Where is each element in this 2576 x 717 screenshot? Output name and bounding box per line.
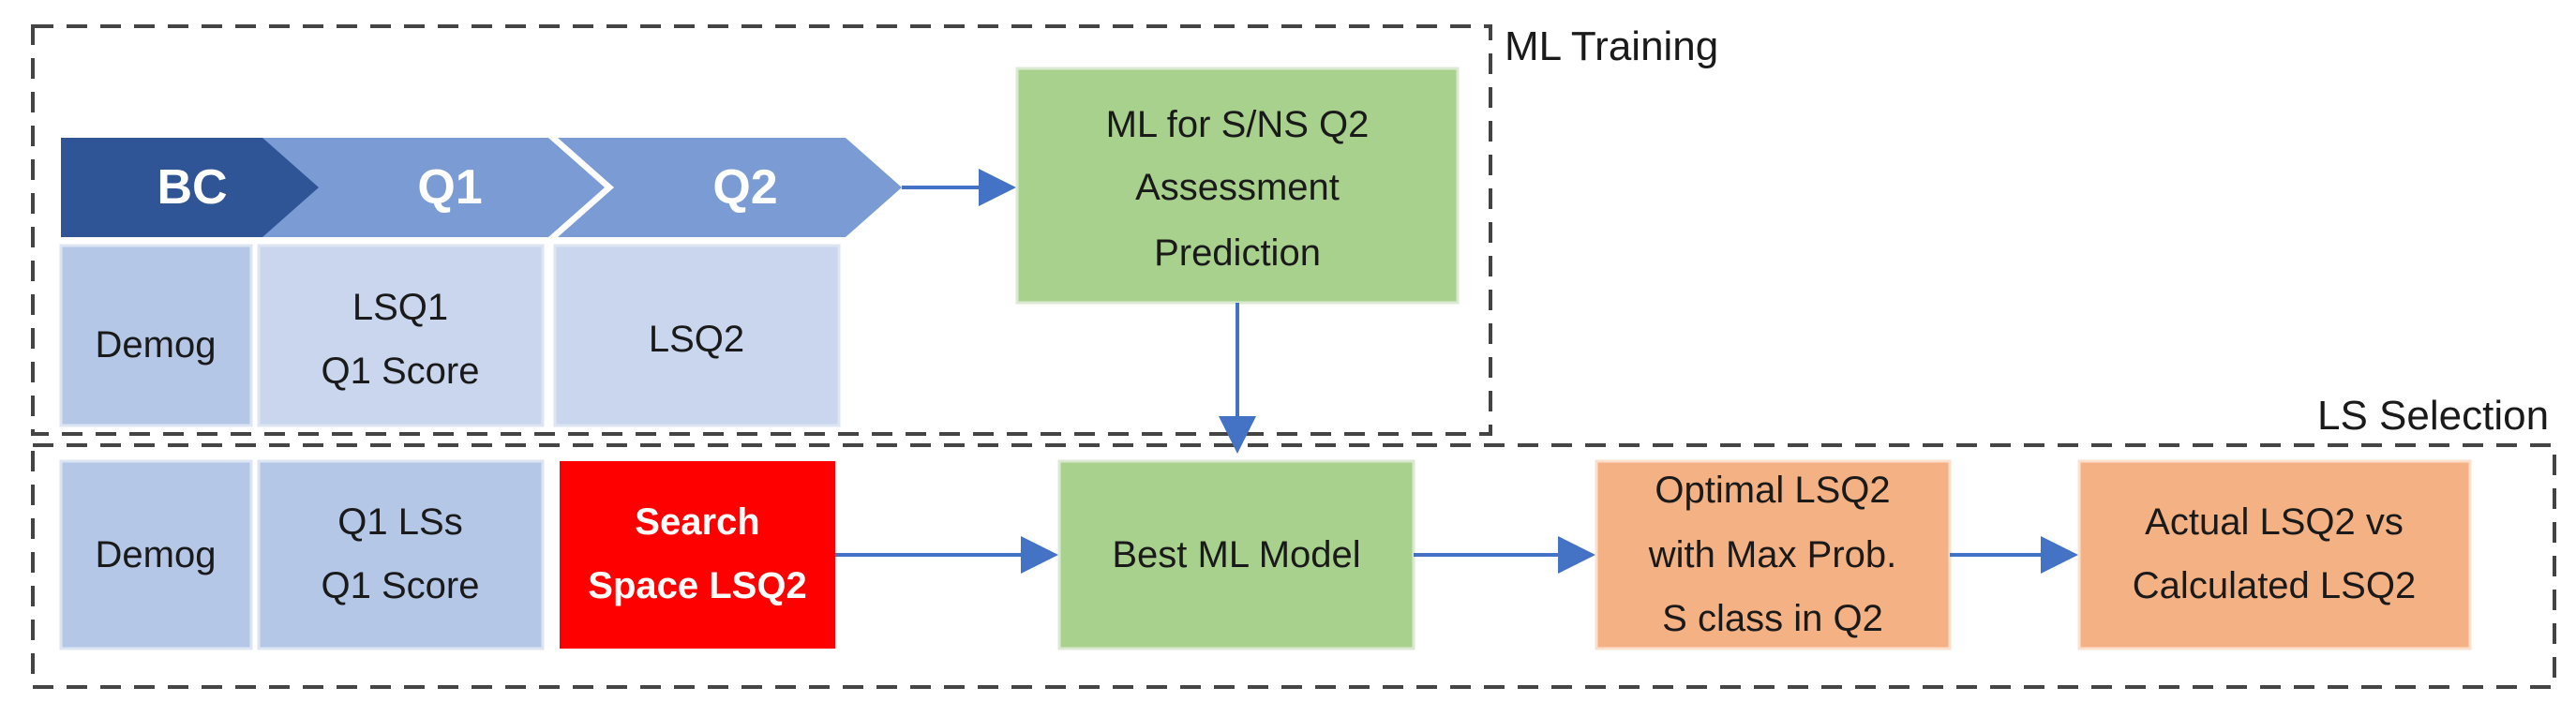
optimal-line3: S class in Q2 <box>1662 598 1883 639</box>
selection-demog-label: Demog <box>96 534 217 575</box>
search-space-line2: Space LSQ2 <box>588 565 806 606</box>
best-ml-model-label: Best ML Model <box>1112 534 1360 575</box>
training-demog-label: Demog <box>96 324 217 366</box>
actual-line1: Actual LSQ2 vs <box>2145 501 2404 543</box>
training-q1-line2: Q1 Score <box>322 351 480 392</box>
optimal-line1: Optimal LSQ2 <box>1655 470 1890 511</box>
search-space-box <box>560 461 835 649</box>
chevron-bc-label: BC <box>157 160 227 215</box>
selection-q1-line2: Q1 Score <box>322 565 480 606</box>
actual-line2: Calculated LSQ2 <box>2133 565 2416 606</box>
ml-training-region <box>31 24 1492 436</box>
ml-box-line2: Assessment <box>1135 167 1340 208</box>
ls-selection-region <box>31 443 2556 689</box>
training-demog-box <box>59 244 253 427</box>
chevron-q1 <box>262 138 605 237</box>
search-space-line1: Search <box>635 501 759 543</box>
ml-box-line3: Prediction <box>1154 232 1321 274</box>
chevron-bc <box>61 138 326 237</box>
ml-training-box <box>1015 67 1460 305</box>
chevron-q1-label: Q1 <box>417 160 482 215</box>
training-q1-box <box>257 244 545 427</box>
chevron-q2-label: Q2 <box>712 160 777 215</box>
selection-q1-box <box>257 459 545 650</box>
training-q2-box <box>553 244 841 427</box>
ml-box-line1: ML for S/NS Q2 <box>1106 104 1370 145</box>
selection-demog-box <box>59 459 253 650</box>
chevron-q2 <box>558 138 902 237</box>
training-q2-label: LSQ2 <box>649 319 744 360</box>
ls-selection-label: LS Selection <box>2317 393 2549 439</box>
training-q1-line1: LSQ1 <box>352 287 448 328</box>
ml-training-label: ML Training <box>1505 23 1718 69</box>
actual-vs-calculated-box <box>2077 459 2472 650</box>
best-ml-model-box <box>1057 459 1415 650</box>
optimal-line2: with Max Prob. <box>1648 534 1897 575</box>
selection-q1-line1: Q1 LSs <box>337 501 462 543</box>
